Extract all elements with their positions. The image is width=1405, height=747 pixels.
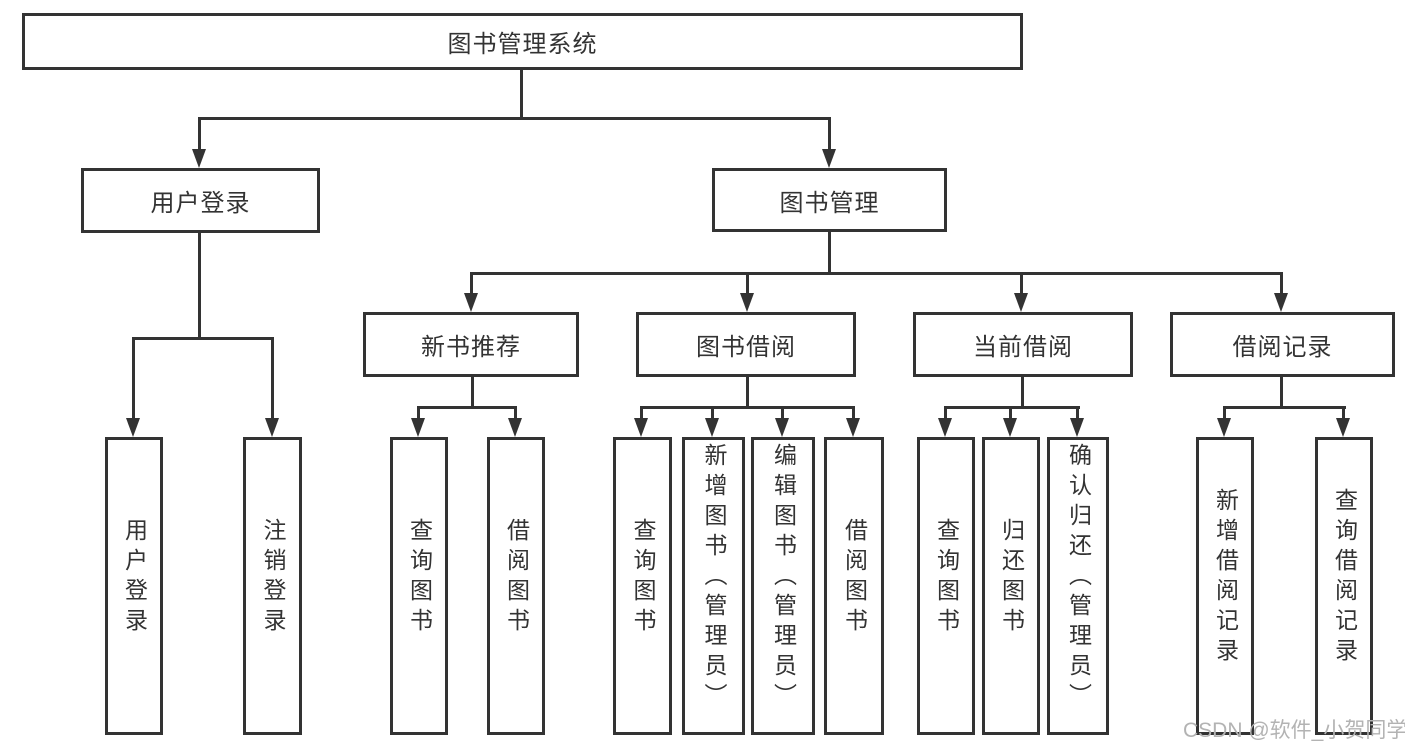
- node-library-management-system: 图书管理系统: [22, 13, 1023, 70]
- node-book-management: 图书管理: [712, 168, 947, 232]
- node-label: 查询图书: [406, 518, 433, 638]
- arrow-line: [944, 406, 947, 420]
- leaf-borrowing-borrow-books: 借阅图书: [824, 437, 884, 735]
- arrowhead-icon: [938, 418, 952, 437]
- arrow-line: [1342, 406, 1345, 420]
- connector-trunk-book-borrowing: [746, 375, 749, 409]
- arrow-line: [271, 337, 274, 419]
- connector-bus-book-borrowing: [640, 406, 855, 409]
- arrowhead-icon: [775, 418, 789, 437]
- node-label: 查询图书: [933, 518, 960, 638]
- arrow-line: [514, 406, 517, 420]
- connector-trunk-root: [520, 68, 523, 120]
- arrowhead-icon: [1336, 418, 1350, 437]
- node-new-book-recommend: 新书推荐: [363, 312, 579, 377]
- connector-trunk-borrowing-records: [1280, 375, 1283, 409]
- connector-trunk-user-login: [198, 231, 201, 340]
- arrowhead-icon: [265, 418, 279, 437]
- node-label: 新增图书（管理员）: [701, 443, 727, 713]
- node-label: 新书推荐: [421, 334, 521, 361]
- leaf-confirm-return-admin: 确认归还（管理员）: [1047, 437, 1109, 735]
- node-book-borrowing: 图书借阅: [636, 312, 856, 377]
- connector-bus-new-book: [417, 406, 517, 409]
- arrowhead-icon: [846, 418, 860, 437]
- connector-bus-user-login: [132, 337, 274, 340]
- node-label: 图书管理: [779, 189, 880, 217]
- arrow-line: [417, 406, 420, 420]
- arrow-line: [746, 272, 749, 295]
- leaf-return-books: 归还图书: [982, 437, 1040, 735]
- connector-trunk-current-borrowing: [1021, 375, 1024, 409]
- node-label: 查询图书: [630, 518, 656, 638]
- node-label: 编辑图书（管理员）: [770, 443, 797, 713]
- connector-bus-borrowing-records: [1223, 406, 1346, 409]
- node-label: 注销登录: [260, 518, 286, 638]
- arrow-line: [1020, 272, 1023, 295]
- arrowhead-icon: [1217, 418, 1231, 437]
- leaf-user-login: 用户登录: [105, 437, 163, 735]
- arrowhead-icon: [126, 418, 140, 437]
- node-label: 查询借阅记录: [1331, 488, 1358, 668]
- leaf-add-book-admin: 新增图书（管理员）: [682, 437, 745, 735]
- connector-bus-current-borrowing: [944, 406, 1080, 409]
- arrowhead-icon: [1274, 293, 1288, 312]
- arrowhead-icon: [1070, 418, 1084, 437]
- csdn-watermark: CSDN @软件_小贺同学: [1183, 719, 1405, 742]
- arrowhead-icon: [740, 293, 754, 312]
- arrowhead-icon: [1014, 293, 1028, 312]
- arrowhead-icon: [822, 149, 836, 168]
- arrow-line: [781, 406, 784, 420]
- node-label: 图书管理系统: [447, 31, 598, 58]
- node-label: 借阅记录: [1232, 334, 1333, 361]
- arrow-line: [198, 117, 201, 151]
- connector-bus-level3: [470, 272, 1283, 275]
- connector-trunk-new-book: [471, 375, 474, 409]
- arrowhead-icon: [464, 293, 478, 312]
- node-label: 确认归还（管理员）: [1065, 443, 1092, 713]
- arrowhead-icon: [634, 418, 648, 437]
- node-label: 用户登录: [150, 190, 251, 217]
- arrowhead-icon: [1003, 418, 1017, 437]
- node-label: 当前借阅: [973, 334, 1073, 361]
- arrowhead-icon: [411, 418, 425, 437]
- arrow-line: [711, 406, 714, 420]
- leaf-query-borrow-record: 查询借阅记录: [1315, 437, 1373, 735]
- node-borrowing-records: 借阅记录: [1170, 312, 1395, 377]
- arrowhead-icon: [705, 418, 719, 437]
- leaf-newbook-borrow-books: 借阅图书: [487, 437, 545, 735]
- node-user-login: 用户登录: [81, 168, 320, 233]
- node-current-borrowing: 当前借阅: [913, 312, 1133, 377]
- arrow-line: [132, 337, 135, 419]
- arrow-line: [470, 272, 473, 295]
- leaf-edit-book-admin: 编辑图书（管理员）: [751, 437, 815, 735]
- leaf-logout: 注销登录: [243, 437, 302, 735]
- node-label: 借阅图书: [503, 518, 530, 638]
- arrowhead-icon: [192, 149, 206, 168]
- node-label: 借阅图书: [841, 518, 868, 638]
- node-label: 归还图书: [998, 518, 1025, 638]
- arrow-line: [1280, 272, 1283, 295]
- leaf-current-query-books: 查询图书: [917, 437, 975, 735]
- arrow-line: [852, 406, 855, 420]
- arrow-line: [1009, 406, 1012, 420]
- leaf-newbook-query-books: 查询图书: [390, 437, 448, 735]
- arrow-line: [640, 406, 643, 420]
- arrow-line: [1076, 406, 1079, 420]
- arrowhead-icon: [508, 418, 522, 437]
- connector-trunk-book-management: [828, 230, 831, 275]
- leaf-borrowing-query-books: 查询图书: [613, 437, 672, 735]
- leaf-add-borrow-record: 新增借阅记录: [1196, 437, 1254, 735]
- node-label: 图书借阅: [696, 334, 796, 361]
- connector-bus-level2: [198, 117, 831, 120]
- arrow-line: [1223, 406, 1226, 420]
- node-label: 新增借阅记录: [1212, 488, 1239, 668]
- arrow-line: [828, 117, 831, 151]
- node-label: 用户登录: [121, 518, 148, 638]
